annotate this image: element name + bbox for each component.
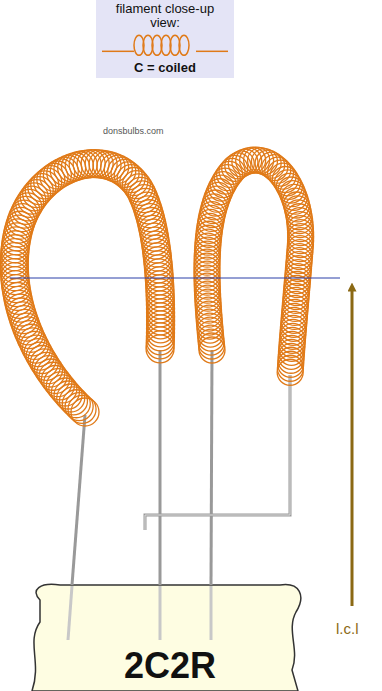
support-wires: [68, 350, 290, 640]
closeup-box: filament close-up view: C = coiled: [96, 0, 234, 78]
base-code: 2C2R: [60, 648, 280, 684]
lcl-reference-line: [10, 278, 340, 279]
watermark: donsbulbs.com: [103, 126, 164, 136]
closeup-title: filament close-up view:: [96, 2, 234, 29]
dimension-label: l.c.l: [336, 620, 359, 637]
closeup-coil: [102, 35, 228, 55]
lcl-dimension-arrow: [351, 287, 354, 606]
filament-coils: [0, 147, 313, 426]
closeup-panel: [96, 0, 234, 78]
coil-key: C = coiled: [96, 61, 234, 75]
base-code-label: 2C2R: [60, 636, 280, 688]
lamp-base: [32, 584, 301, 691]
